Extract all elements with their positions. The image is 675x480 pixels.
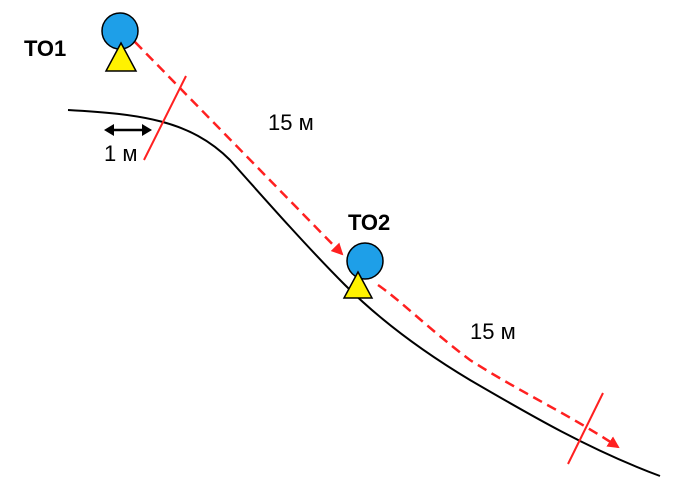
to1-label: ТО1 — [24, 36, 66, 61]
distance-label-segment2: 15 м — [470, 319, 516, 344]
double-arrow-icon — [104, 124, 152, 136]
route-arrow-segment1 — [134, 41, 344, 256]
marker-to1-icon — [101, 12, 139, 72]
marker-to2-icon — [342, 242, 384, 299]
to2-label: ТО2 — [348, 210, 390, 235]
distance-label-segment1: 15 м — [268, 110, 314, 135]
boundary-tick-end — [567, 392, 604, 465]
route-arrow-segment2 — [377, 283, 620, 449]
offset-label: 1 м — [104, 141, 137, 166]
boundary-tick-start — [143, 75, 187, 161]
terrain-line — [67, 109, 661, 477]
